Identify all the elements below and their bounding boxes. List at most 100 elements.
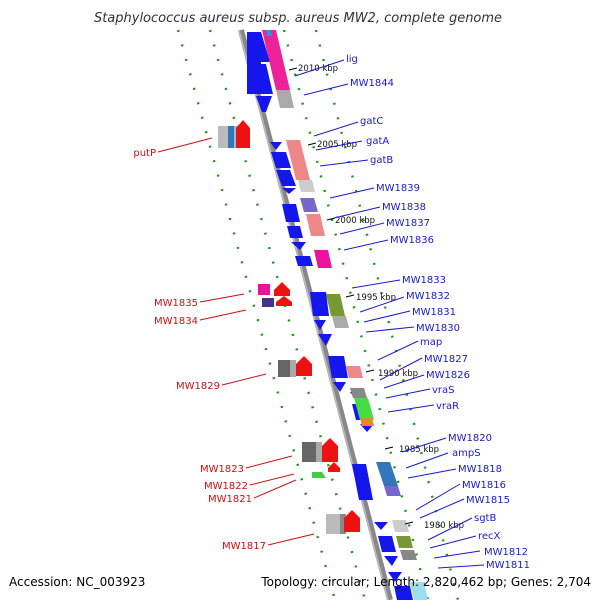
gene-box — [302, 442, 316, 462]
gene-arrow — [295, 256, 313, 266]
feature-block — [332, 316, 349, 328]
gene-box — [278, 360, 290, 377]
forward-strand-genes — [218, 120, 360, 534]
gene-arrow — [378, 536, 396, 552]
gene-arrow — [252, 64, 273, 94]
leader-line — [363, 310, 411, 323]
gene-arrow — [318, 334, 332, 346]
tick-mark — [365, 369, 375, 373]
gene-label: MW1835 — [154, 298, 198, 309]
leader-line — [385, 388, 431, 399]
gene-label: MW1820 — [448, 433, 492, 444]
feature-block — [354, 398, 374, 420]
right-gene-labels: lig MW1844 gatC gatA gatB MW1839 MW1838 … — [346, 54, 530, 571]
gene-label: gatB — [370, 155, 393, 166]
leader-line — [313, 121, 359, 137]
leader-line — [303, 83, 349, 96]
gene-arrow — [287, 226, 303, 238]
gene-label: MW1832 — [406, 291, 450, 302]
gene-arrow — [270, 142, 282, 150]
leader-line — [199, 293, 245, 303]
feature-block — [392, 520, 409, 532]
gene-arrow — [296, 356, 312, 376]
reverse-strand-features — [262, 30, 428, 600]
feature-block — [376, 462, 398, 486]
gene-label: MW1829 — [176, 381, 220, 392]
gene-arrow — [271, 152, 291, 168]
feature-block — [262, 30, 290, 90]
gene-label: recX — [478, 531, 501, 542]
leader-line — [329, 187, 375, 199]
genome-title: Staphylococcus aureus subsp. aureus MW2,… — [94, 11, 502, 26]
gene-arrow — [394, 586, 413, 600]
gene-arrow — [322, 438, 338, 462]
feature-block — [266, 30, 272, 36]
gene-box — [228, 126, 234, 148]
gene-label: sgtB — [474, 513, 496, 524]
gene-label: MW1836 — [390, 235, 434, 246]
leader-line — [199, 309, 247, 321]
feature-block — [298, 180, 315, 192]
gene-arrow — [384, 556, 398, 566]
gene-arrow — [344, 510, 360, 532]
leader-line — [407, 468, 457, 479]
leader-line — [157, 137, 213, 153]
leader-line — [429, 535, 477, 549]
gene-arrow — [352, 464, 373, 500]
gene-arrow — [282, 188, 296, 194]
leader-line — [221, 373, 267, 386]
leader-line — [343, 239, 389, 251]
feature-block — [306, 214, 325, 236]
feature-block — [360, 418, 374, 426]
gene-label: MW1818 — [458, 464, 502, 475]
gene-label: MW1826 — [426, 370, 470, 381]
leader-line — [333, 206, 381, 219]
gene-label: MW1811 — [486, 560, 530, 571]
accession-text: Accession: NC_003923 — [9, 575, 145, 589]
gene-label: MW1830 — [416, 323, 460, 334]
feature-block — [410, 582, 428, 600]
gene-arrow — [328, 462, 340, 472]
leader-line — [401, 437, 447, 453]
leader-line — [437, 564, 485, 569]
left-outer-guide — [176, 29, 337, 600]
gene-label: lig — [346, 54, 358, 65]
leader-line — [433, 550, 481, 559]
tick-label: 1985 kbp — [399, 445, 439, 455]
gene-label: MW1812 — [484, 547, 528, 558]
genome-summary: Topology: circular; Length: 2,820,462 bp… — [260, 575, 591, 589]
left-gene-labels: putP MW1835 MW1834 MW1829 MW1823 MW1822 … — [133, 148, 266, 552]
gene-label: vraS — [432, 385, 455, 396]
leader-line — [427, 517, 473, 541]
gene-label: putP — [133, 148, 156, 159]
gene-label: MW1831 — [412, 307, 456, 318]
gene-label: ampS — [452, 448, 481, 459]
gene-arrow — [328, 356, 348, 378]
gene-label: map — [420, 337, 442, 348]
gene-label: MW1821 — [208, 494, 252, 505]
gene-arrow — [274, 282, 290, 296]
gene-arrow — [247, 32, 270, 62]
gene-arrow — [276, 296, 292, 306]
leader-line — [415, 483, 461, 511]
feature-block — [384, 486, 401, 496]
leader-line — [339, 222, 385, 235]
gene-label: MW1816 — [462, 480, 506, 491]
gene-arrow — [276, 170, 296, 186]
leader-line — [387, 404, 435, 413]
feature-block — [300, 198, 318, 212]
gene-label: MW1837 — [386, 218, 430, 229]
leader-line — [245, 455, 293, 469]
gene-arrow — [256, 96, 272, 112]
gene-box — [258, 284, 270, 295]
tick-mark — [307, 142, 317, 146]
gene-box — [326, 514, 340, 534]
tick-label: 2005 kbp — [317, 140, 357, 150]
gene-arrow — [333, 382, 346, 392]
gene-label: MW1839 — [376, 183, 420, 194]
tick-mark — [288, 67, 298, 71]
tick-mark — [326, 217, 336, 221]
leader-line — [294, 59, 345, 77]
tick-mark — [404, 521, 414, 525]
